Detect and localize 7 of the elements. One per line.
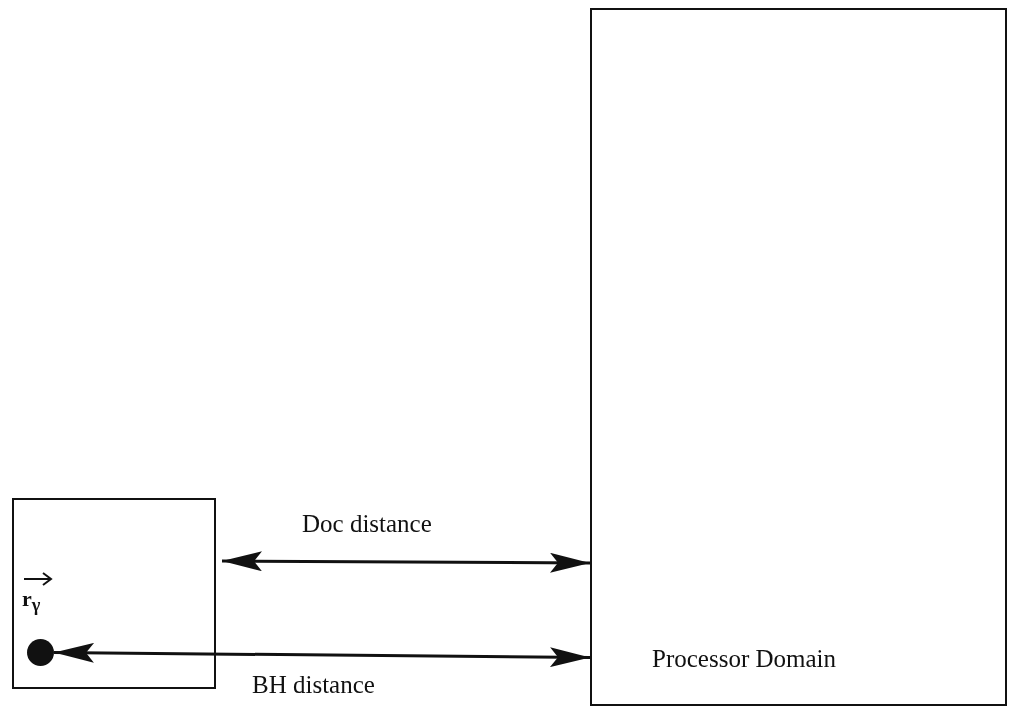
domain-box bbox=[590, 8, 1007, 706]
vector-symbol: r$_{γ}$ bbox=[22, 586, 41, 617]
node-label: Processor Domain bbox=[652, 645, 836, 673]
double-arrow bbox=[222, 551, 590, 573]
box-outline bbox=[12, 498, 216, 689]
double-arrow bbox=[54, 642, 590, 668]
filled-dot bbox=[27, 639, 54, 666]
